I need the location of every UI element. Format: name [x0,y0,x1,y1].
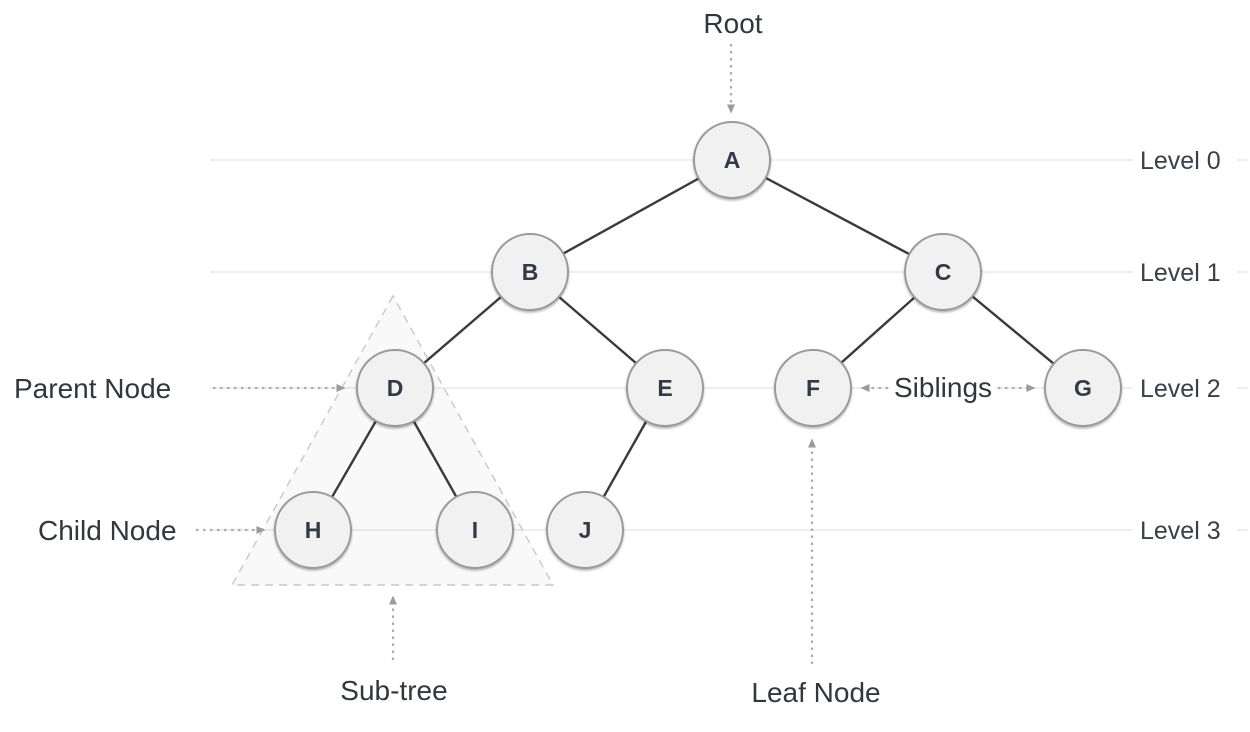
tree-node-b: B [491,233,569,311]
level-0-label-mask [1133,146,1237,174]
tree-node-j: J [546,491,624,569]
tree-node-d: D [356,349,434,427]
edge-a-c [731,158,944,274]
subtree-boundary-triangle [230,294,555,586]
root-label: Root [703,8,762,39]
siblings-label: Siblings [894,372,992,403]
tree-node-g: G [1044,349,1122,427]
tree-nodes: A B C D E F G H [274,121,1122,569]
level-2-label-mask [1133,374,1237,402]
node-b-label: B [522,259,539,285]
node-i-label: I [472,517,478,543]
level-1-label-mask [1133,258,1237,286]
node-e-label: E [657,375,672,401]
node-g-label: G [1074,375,1092,401]
siblings-label-mask [890,372,996,402]
level-1-label: Level 1 [1140,259,1221,287]
node-j-label: J [579,517,592,543]
level-3-label: Level 3 [1140,517,1221,545]
tree-node-f: F [774,349,852,427]
level-3-label-mask [1133,516,1237,544]
node-a-label: A [724,147,741,173]
node-f-label: F [806,375,820,401]
tree-node-e: E [626,349,704,427]
annotation-labels: Root Parent Node Child Node Siblings Lea… [14,8,996,708]
leaf-node-label: Leaf Node [751,677,880,708]
tree-node-c: C [904,233,982,311]
level-0-label: Level 0 [1140,147,1221,175]
level-2-label: Level 2 [1140,375,1221,403]
node-c-label: C [935,259,952,285]
parent-node-label: Parent Node [14,373,171,404]
tree-node-h: H [274,491,352,569]
node-d-label: D [387,375,404,401]
tree-node-a: A [693,121,771,199]
level-labels: Level 0 Level 1 Level 2 Level 3 [1133,146,1237,545]
child-node-label: Child Node [38,515,177,546]
annotation-arrows [196,44,1036,664]
node-h-label: H [305,517,322,543]
subtree-label: Sub-tree [340,675,447,706]
tree-node-i: I [436,491,514,569]
